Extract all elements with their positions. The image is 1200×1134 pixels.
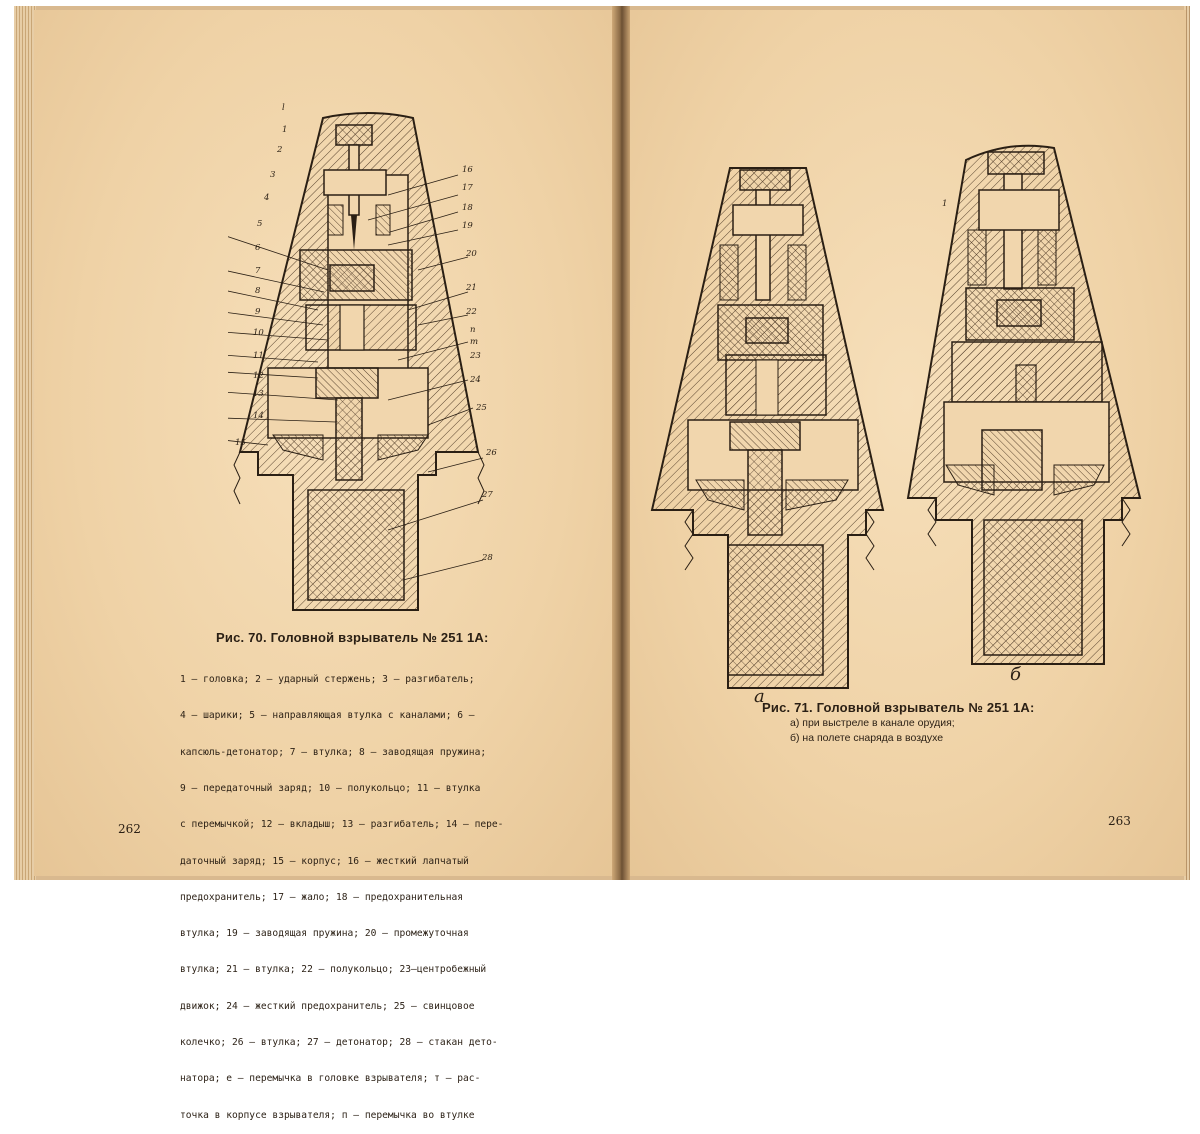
figure-71-subcaption-a: а) при выстреле в канале орудия; — [790, 717, 955, 729]
part-label-2: 2 — [276, 145, 282, 155]
figure-70-caption-title: Рис. 70. Головной взрыватель № 251 1А: — [216, 630, 489, 645]
part-label-18: 18 — [462, 203, 473, 213]
part-label-21: 21 — [465, 283, 477, 293]
legend-line: втулка; 21 — втулка; 22 — полукольцо; 23… — [180, 964, 487, 976]
part-label-17: 17 — [462, 183, 473, 193]
part-label-13: 13 — [253, 389, 264, 399]
figure-70-fuze-drawing — [228, 112, 485, 611]
part-label-10: 10 — [253, 328, 264, 338]
legend-line: втулка; 19 — заводящая пружина; 20 — про… — [180, 928, 469, 940]
part-label-3: 3 — [270, 170, 275, 180]
legend-line: капсюль-детонатор; 7 — втулка; 8 — завод… — [180, 746, 487, 758]
legend-line: 1 — головка; 2 — ударный стержень; 3 — р… — [180, 674, 475, 686]
figure-70-part-labels: l 1 2 3 4 5 6 7 8 9 10 11 12 13 14 15 16… — [235, 103, 497, 458]
figure-71-subcaption-b: б) на полете снаряда в воздухе — [790, 732, 944, 744]
legend-line: натора; е — перемычка в головке взрывате… — [180, 1073, 481, 1085]
figure-71-part-label-1: 1 — [942, 199, 947, 209]
book-gutter — [612, 6, 630, 880]
figure-71-side-label: 1 — [942, 199, 947, 209]
part-label-m: m — [470, 337, 478, 347]
part-label-16: 16 — [462, 165, 473, 175]
figure-70-part-labels-lower: 27 28 — [481, 490, 493, 563]
figure-71b-fuze-drawing — [906, 144, 1142, 665]
part-label-1: 1 — [282, 125, 287, 135]
part-label-7: 7 — [255, 266, 261, 276]
figure-71-view-a-letter: а — [754, 686, 765, 707]
part-label-5: 5 — [257, 219, 262, 229]
legend-line: даточный заряд; 15 — корпус; 16 — жестки… — [180, 855, 469, 867]
legend-line: 4 — шарики; 5 — направляющая втулка с ка… — [180, 710, 475, 722]
part-label-26: 26 — [485, 448, 497, 458]
figure-71-number: Рис. 71. — [762, 700, 813, 715]
left-page-number: 262 — [118, 822, 141, 836]
view-b-letter: б — [1010, 664, 1022, 685]
part-label-20: 20 — [465, 249, 477, 259]
legend-line: предохранитель; 17 — жало; 18 — предохра… — [180, 891, 464, 903]
part-label-27: 27 — [481, 490, 493, 500]
part-label-9: 9 — [255, 307, 261, 317]
legend-line: с перемычкой; 12 — вкладыш; 13 — разгиба… — [180, 819, 504, 831]
figure-71-caption-title: Рис. 71. Головной взрыватель № 251 1А: — [762, 700, 1035, 715]
legend-line: 9 — передаточный заряд; 10 — полукольцо;… — [180, 783, 481, 795]
part-label-12: 12 — [253, 371, 264, 381]
legend-line: точка в корпусе взрывателя; п — перемычк… — [180, 1109, 475, 1121]
part-label-23: 23 — [469, 351, 481, 361]
figure-71-view-b-letter: б — [1010, 664, 1022, 685]
part-label-4: 4 — [263, 193, 269, 203]
part-label-14: 14 — [253, 411, 264, 421]
figure-70-legend: 1 — головка; 2 — ударный стержень; 3 — р… — [180, 650, 503, 1134]
part-label-15: 15 — [235, 438, 246, 448]
legend-line: движок; 24 — жесткий предохранитель; 25 … — [180, 1000, 475, 1012]
page-edges-left — [14, 6, 36, 880]
figure-70-number: Рис. 70. — [216, 630, 267, 645]
part-label-n: n — [470, 325, 475, 335]
part-label-25: 25 — [475, 403, 487, 413]
page-edges-right — [1184, 6, 1190, 880]
view-a-letter: а — [754, 686, 765, 707]
figure-71-title: Головной взрыватель № 251 1А: — [816, 700, 1035, 715]
part-label-11: 11 — [253, 351, 264, 361]
part-label-22: 22 — [465, 307, 477, 317]
legend-line: колечко; 26 — втулка; 27 — детонатор; 28… — [180, 1037, 498, 1048]
part-label-l: l — [282, 103, 285, 113]
part-label-8: 8 — [255, 286, 261, 296]
part-label-28: 28 — [481, 553, 493, 563]
part-label-19: 19 — [462, 221, 473, 231]
part-label-24: 24 — [469, 375, 481, 385]
figure-70-title: Головной взрыватель № 251 1А: — [270, 630, 489, 645]
figure-71a-fuze-drawing — [650, 167, 885, 689]
right-page-number: 263 — [1108, 814, 1131, 828]
part-label-6: 6 — [255, 243, 261, 253]
